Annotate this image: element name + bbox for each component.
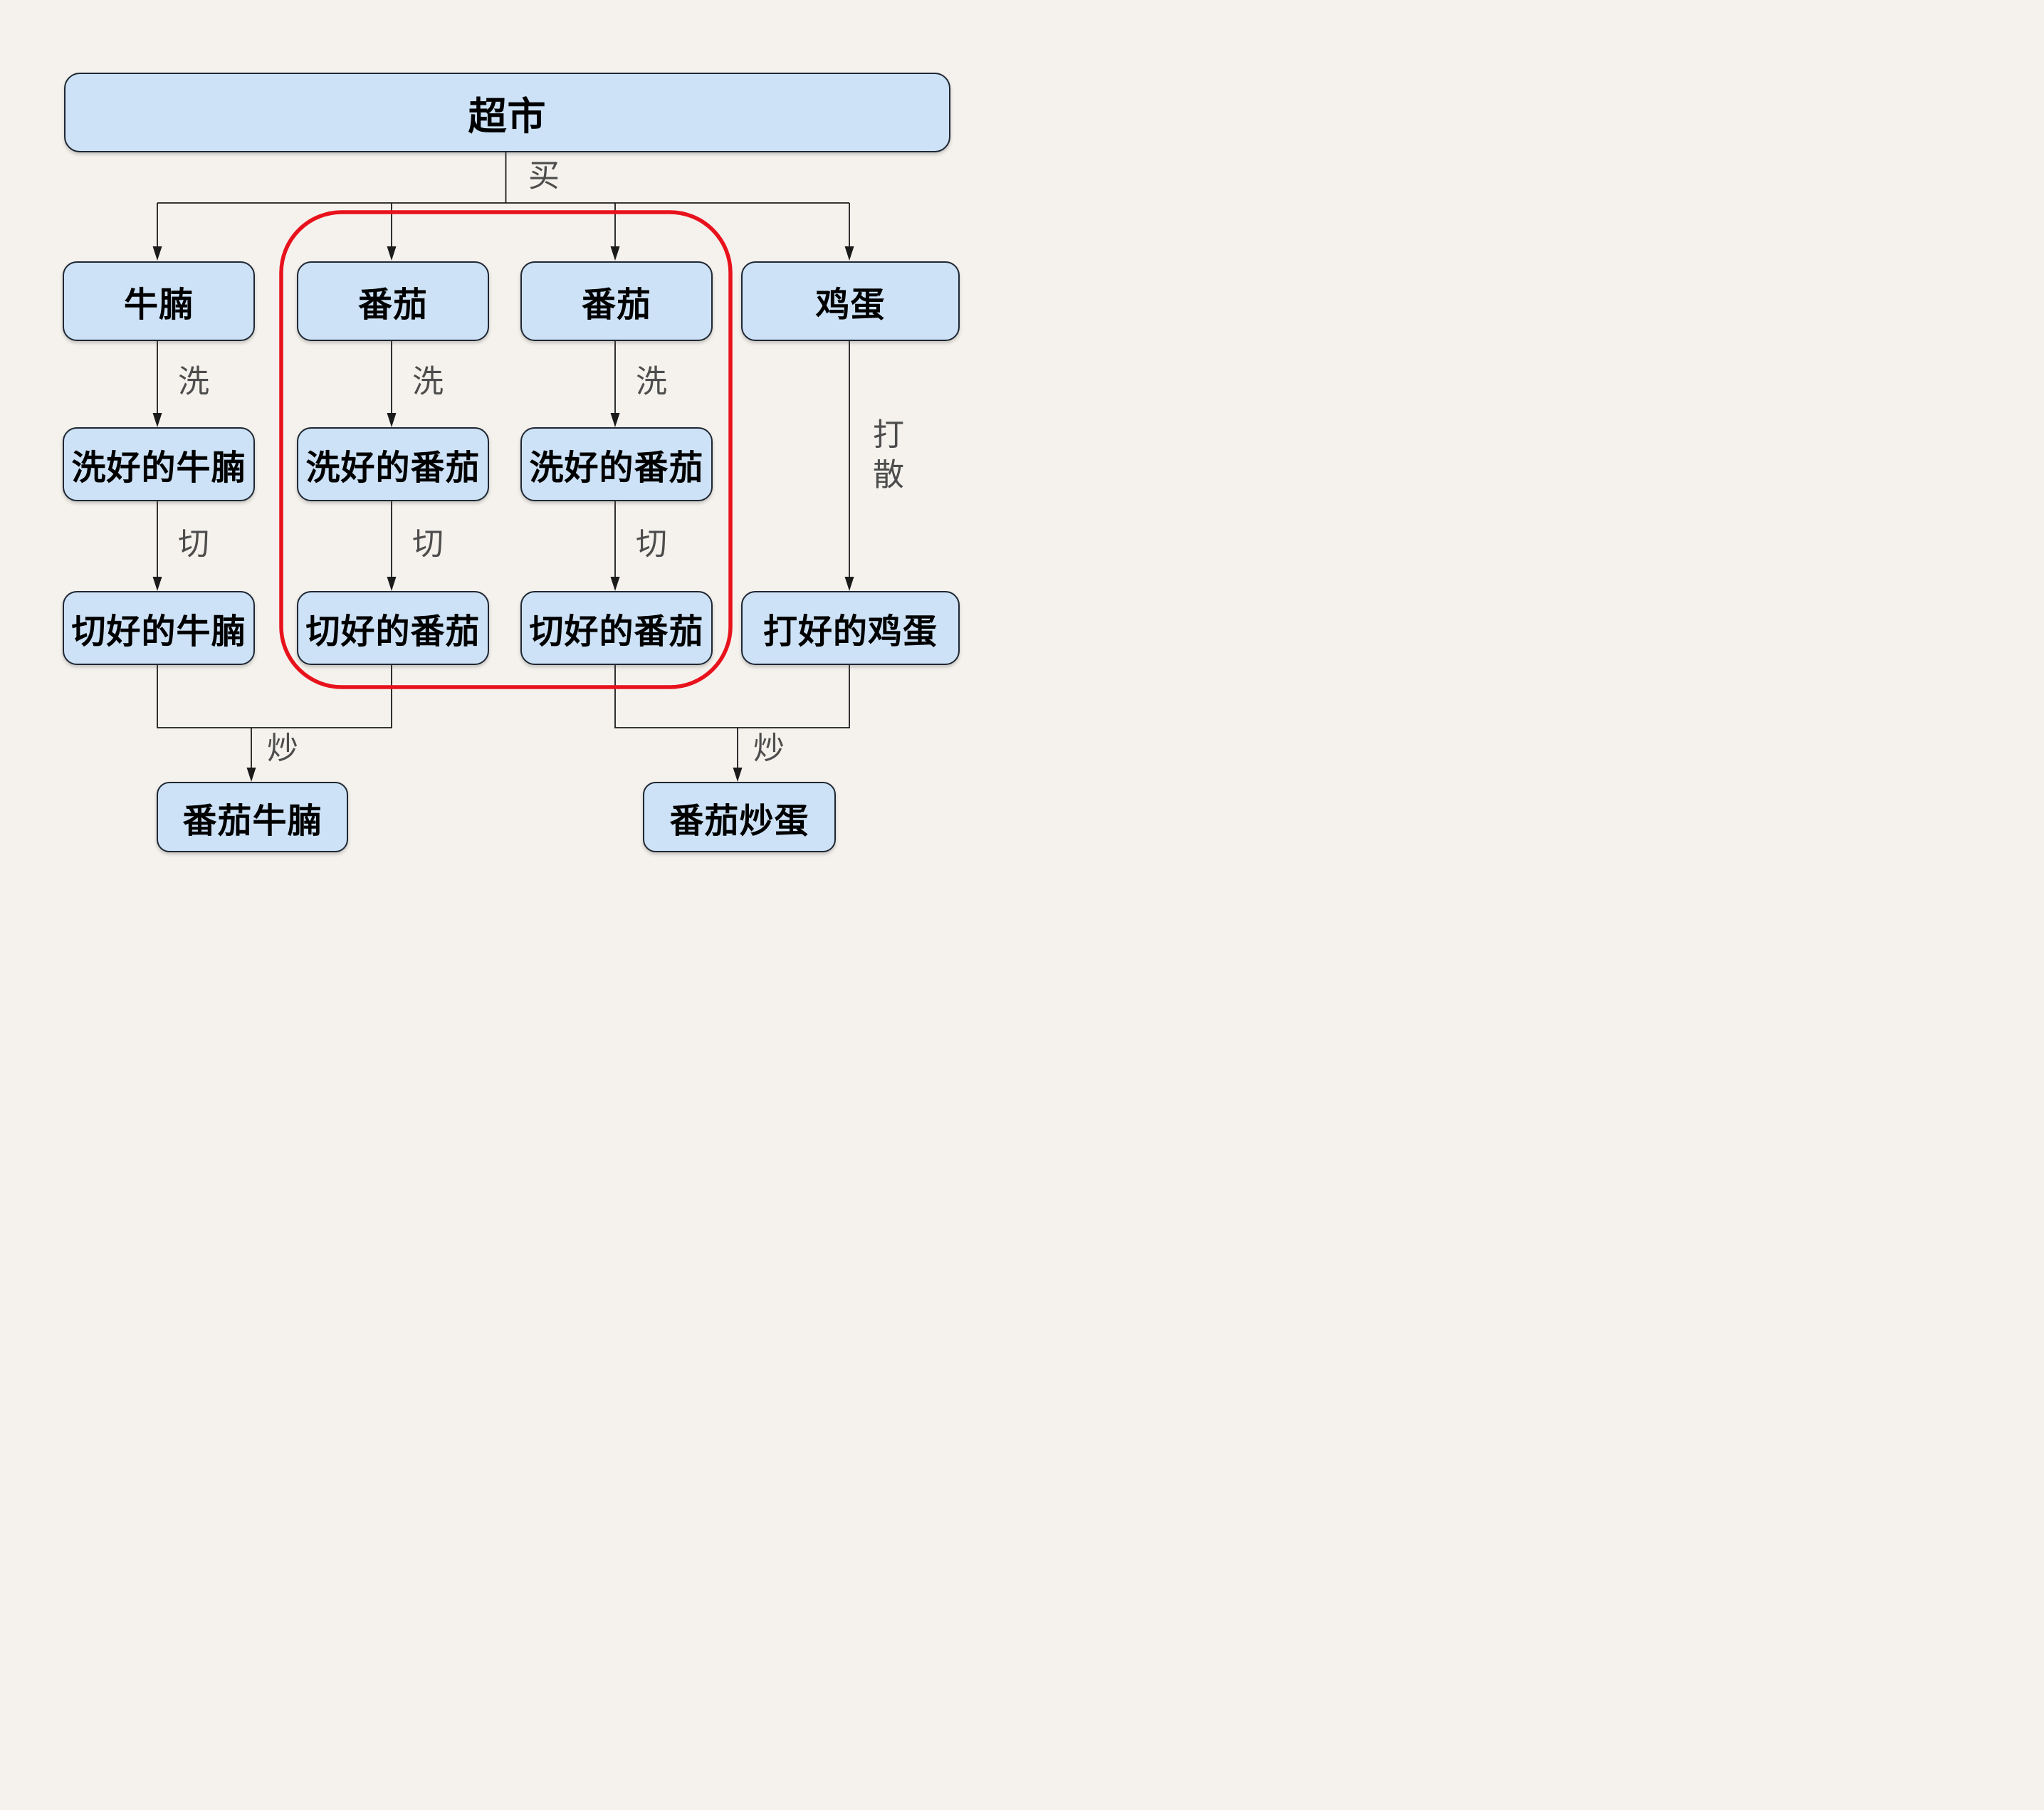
arrowhead-cut-tomato-a: [387, 577, 397, 591]
merge-left-bracket: [157, 662, 392, 728]
arrowhead-fry-right: [733, 768, 743, 782]
edge-label-fry-left: 炒: [267, 731, 298, 766]
arrowhead-drop-egg: [844, 246, 854, 261]
node-egg: 鸡蛋: [741, 261, 960, 341]
edge-label-fry-right: 炒: [753, 731, 785, 766]
flowchart-canvas: 超市 牛腩 番茄 番茄 鸡蛋 洗好的牛腩 洗好的番茄 洗好的番茄 切好的牛腩 切…: [0, 0, 1022, 905]
node-cut-tomato-b: 切好的番茄: [520, 591, 713, 665]
node-tomato-a: 番茄: [297, 261, 489, 341]
merge-right-bracket: [614, 662, 850, 728]
node-tomato-egg: 番茄炒蛋: [643, 782, 836, 852]
node-supermarket: 超市: [64, 73, 950, 152]
arrowhead-drop-tomato-a: [387, 246, 397, 261]
node-tomato-beef: 番茄牛腩: [157, 782, 348, 852]
node-cut-tomato-a: 切好的番茄: [297, 591, 489, 665]
edge-label-cut-tomato-a: 切: [412, 526, 444, 562]
edge-label-wash-tomato-a: 洗: [412, 364, 444, 399]
arrowhead-wash-beef: [152, 413, 162, 427]
node-tomato-b: 番茄: [520, 261, 713, 341]
node-washed-beef: 洗好的牛腩: [63, 427, 255, 501]
black-connectors: [157, 150, 850, 769]
node-beef: 牛腩: [63, 261, 255, 341]
node-washed-tomato-b: 洗好的番茄: [520, 427, 713, 501]
node-beaten-egg: 打好的鸡蛋: [741, 591, 960, 665]
highlight-outline: [279, 210, 733, 689]
node-cut-beef: 切好的牛腩: [63, 591, 255, 665]
edge-label-cut-tomato-b: 切: [636, 526, 667, 562]
arrowhead-fry-left: [246, 768, 256, 782]
edge-label-beat: 打散: [873, 417, 904, 493]
edge-label-wash-beef: 洗: [178, 364, 209, 399]
arrowheads: [152, 246, 854, 782]
arrowhead-drop-tomato-b: [610, 246, 620, 261]
arrowhead-beat-egg: [844, 577, 854, 591]
arrowhead-cut-tomato-b: [610, 577, 620, 591]
node-washed-tomato-a: 洗好的番茄: [297, 427, 489, 501]
arrowhead-cut-beef: [152, 577, 162, 591]
arrowhead-wash-tomato-a: [387, 413, 397, 427]
edge-label-cut-beef: 切: [178, 526, 209, 562]
connector-layer: [152, 150, 854, 782]
edge-label-buy: 买: [528, 158, 560, 194]
arrowhead-wash-tomato-b: [610, 413, 620, 427]
arrowhead-drop-beef: [152, 246, 162, 261]
edge-label-wash-tomato-b: 洗: [636, 364, 667, 399]
